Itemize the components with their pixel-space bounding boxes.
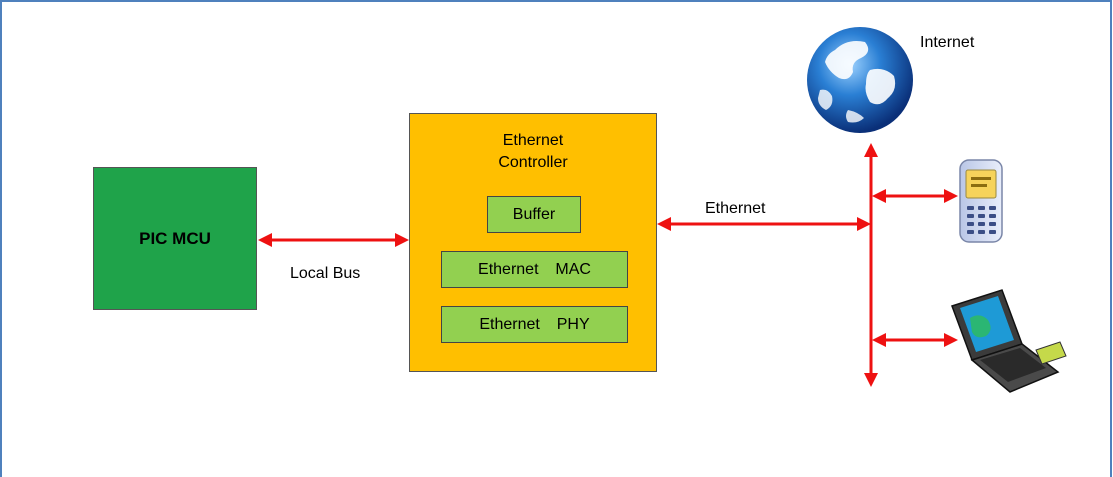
- ethernet-mac-block: Ethernet MAC: [441, 251, 628, 288]
- pic-mcu-label: PIC MCU: [139, 228, 211, 248]
- local-bus-label: Local Bus: [290, 265, 361, 282]
- local-bus-arrow: [258, 233, 409, 247]
- laptop-link-arrow: [872, 333, 958, 347]
- ethernet-link-label: Ethernet: [705, 200, 766, 217]
- ethernet-phy-label: Ethernet PHY: [479, 315, 590, 333]
- buffer-block: Buffer: [487, 196, 581, 233]
- buffer-label: Buffer: [512, 205, 556, 223]
- internet-label: Internet: [920, 34, 975, 51]
- pic-mcu-block: PIC MCU: [93, 167, 257, 310]
- ethernet-phy-block: Ethernet PHY: [441, 306, 628, 343]
- phone-link-arrow: [872, 189, 958, 203]
- mobile-phone-icon: [959, 159, 1003, 243]
- ethernet-controller-title: Ethernet Controller: [410, 130, 656, 174]
- internet-globe-icon: [807, 27, 913, 133]
- ethernet-controller-block: Ethernet Controller Buffer Ethernet MAC …: [409, 113, 657, 372]
- controller-title-line1: Ethernet: [502, 132, 564, 149]
- ethernet-mac-label: Ethernet MAC: [478, 260, 591, 278]
- ethernet-arrow: [657, 217, 871, 231]
- controller-title-line2: Controller: [498, 154, 568, 171]
- network-bus-arrow: [864, 143, 878, 387]
- laptop-icon: [951, 289, 1067, 393]
